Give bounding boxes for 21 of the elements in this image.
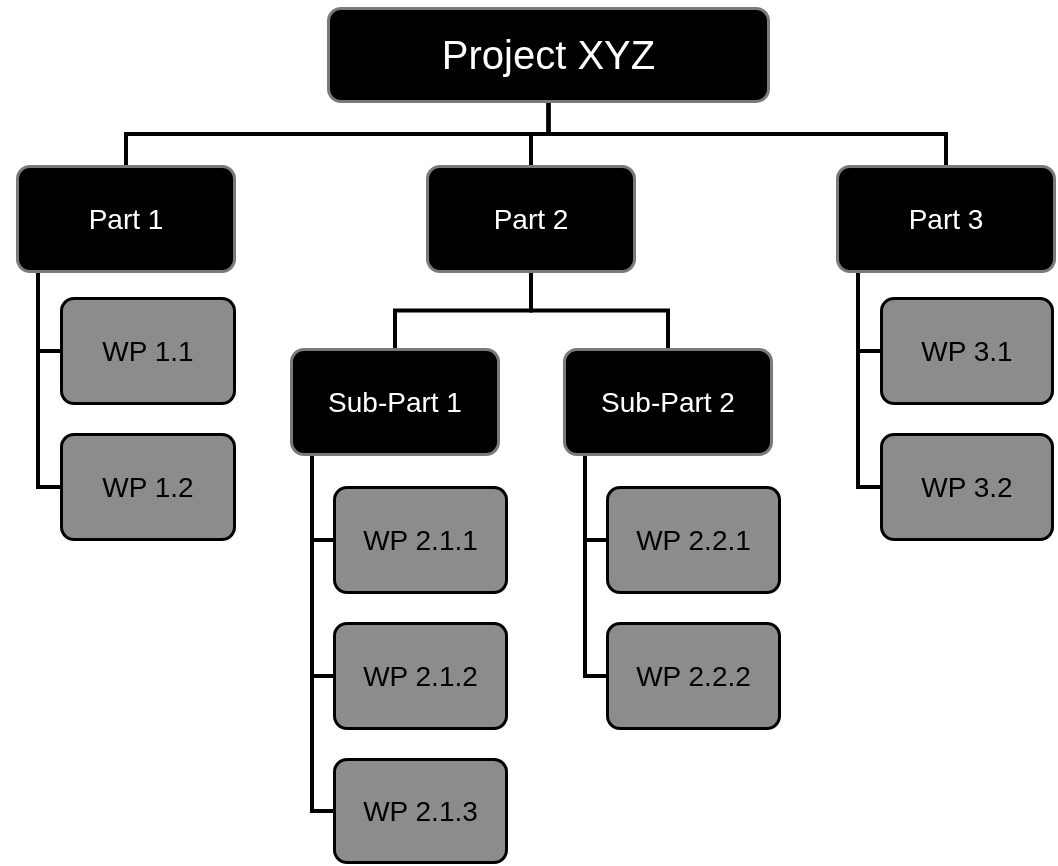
work-package-box: WP 2.1.1: [333, 486, 508, 594]
work-package-box: WP 3.2: [880, 433, 1054, 541]
work-package-box: WP 2.2.1: [606, 486, 781, 594]
work-package-box: WP 3.1: [880, 297, 1054, 405]
connector-line: [310, 456, 333, 813]
part-box: Part 1: [16, 165, 236, 273]
connector-line: [856, 273, 880, 489]
work-package-box: WP 2.2.2: [606, 622, 781, 730]
work-package-box: WP 1.1: [60, 297, 236, 405]
part-box: Part 2: [426, 165, 636, 273]
part-box: Sub-Part 2: [563, 348, 773, 456]
part-box: Project XYZ: [327, 7, 770, 103]
connector-line: [546, 103, 948, 165]
connector-line: [529, 273, 670, 348]
connector-line: [36, 273, 60, 489]
part-box: Sub-Part 1: [290, 348, 500, 456]
work-package-box: WP 1.2: [60, 433, 236, 541]
work-package-box: WP 2.1.3: [333, 758, 508, 864]
connector-line: [583, 456, 606, 678]
part-box: Part 3: [836, 165, 1056, 273]
work-package-box: WP 2.1.2: [333, 622, 508, 730]
